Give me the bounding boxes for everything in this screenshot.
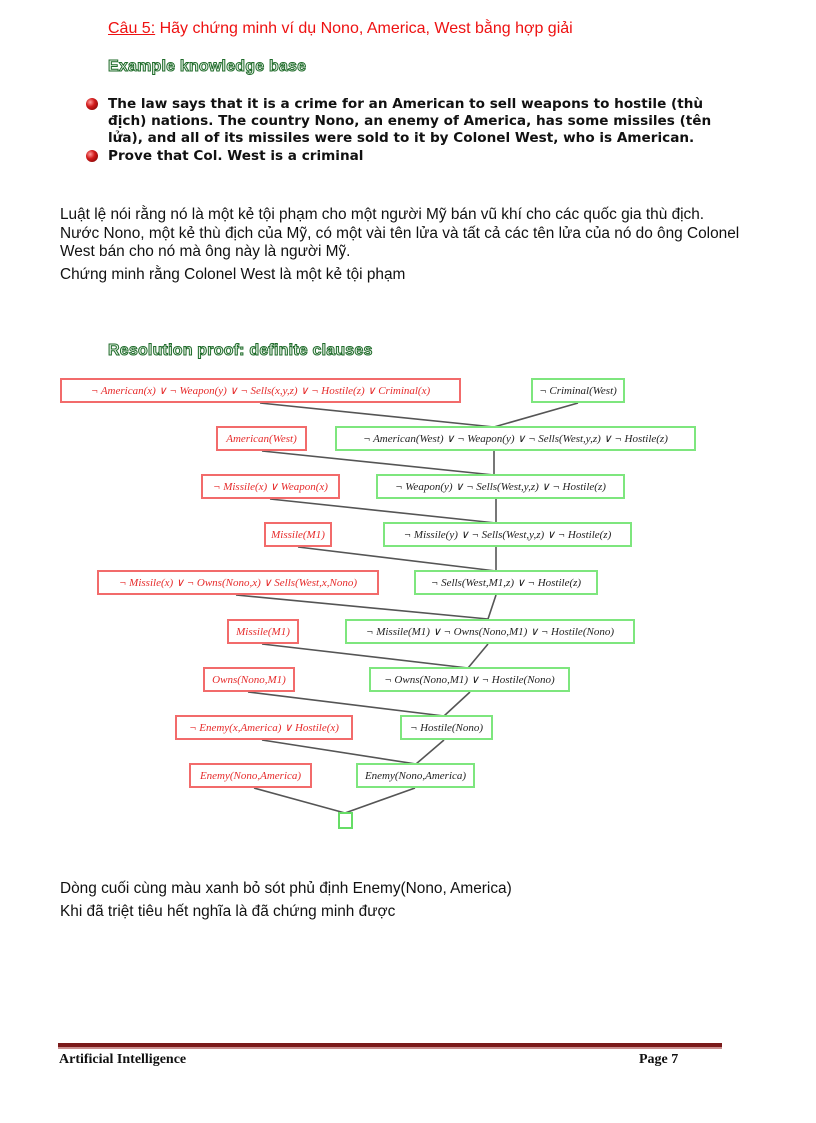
kb-clause-criminal-rule: ¬ American(x) ∨ ¬ Weapon(y) ∨ ¬ Sells(x,…: [60, 378, 461, 403]
kb-clause-sells-rule: ¬ Missile(x) ∨ ¬ Owns(Nono,x) ∨ Sells(We…: [97, 570, 379, 595]
conclusion-line: Dòng cuối cùng màu xanh bỏ sót phủ định …: [60, 880, 512, 897]
kb-clause-owns-nono-m1: Owns(Nono,M1): [203, 667, 295, 692]
kb-clause-enemy-nono-america: Enemy(Nono,America): [189, 763, 312, 788]
kb-bullet-list: The law says that it is a crime for an A…: [86, 96, 726, 166]
question-text: Hãy chứng minh ví dụ Nono, America, West…: [155, 20, 573, 37]
footer-divider: [58, 1043, 722, 1049]
derived-clause-2: ¬ Weapon(y) ∨ ¬ Sells(West,y,z) ∨ ¬ Host…: [376, 474, 625, 499]
derived-clause-6: ¬ Owns(Nono,M1) ∨ ¬ Hostile(Nono): [369, 667, 570, 692]
derived-clause-8: Enemy(Nono,America): [356, 763, 475, 788]
derived-clause-1: ¬ American(West) ∨ ¬ Weapon(y) ∨ ¬ Sells…: [335, 426, 696, 451]
derived-clause-4: ¬ Sells(West,M1,z) ∨ ¬ Hostile(z): [414, 570, 598, 595]
derived-clause-3: ¬ Missile(y) ∨ ¬ Sells(West,y,z) ∨ ¬ Hos…: [383, 522, 632, 547]
bullet-item: The law says that it is a crime for an A…: [86, 96, 726, 147]
translation-paragraph: Luật lệ nói rằng nó là một kẻ tội phạm c…: [60, 206, 740, 260]
kb-clause-missile-m1: Missile(M1): [264, 522, 332, 547]
question-label: Câu 5:: [108, 20, 156, 37]
derived-clause-7: ¬ Hostile(Nono): [400, 715, 493, 740]
red-bullet-icon: [86, 98, 98, 110]
red-bullet-icon: [86, 150, 98, 162]
goal-clause-not-criminal-west: ¬ Criminal(West): [531, 378, 625, 403]
bullet-text: Prove that Col. West is a criminal: [108, 148, 364, 164]
bullet-text: The law says that it is a crime for an A…: [108, 96, 712, 146]
empty-clause: [338, 812, 353, 829]
footer-title: Artificial Intelligence: [59, 1052, 187, 1067]
proof-title: Resolution proof: definite clauses: [108, 342, 373, 360]
kb-clause-enemy-hostile: ¬ Enemy(x,America) ∨ Hostile(x): [175, 715, 353, 740]
kb-clause-missile-weapon: ¬ Missile(x) ∨ Weapon(x): [201, 474, 340, 499]
kb-clause-missile-m1: Missile(M1): [227, 619, 299, 644]
derived-clause-5: ¬ Missile(M1) ∨ ¬ Owns(Nono,M1) ∨ ¬ Host…: [345, 619, 635, 644]
question-heading: Câu 5: Hãy chứng minh ví dụ Nono, Americ…: [108, 20, 573, 38]
kb-title: Example knowledge base: [107, 58, 307, 76]
page-number: Page 7: [639, 1052, 679, 1067]
vietnamese-translation: Luật lệ nói rằng nó là một kẻ tội phạm c…: [60, 206, 740, 288]
kb-clause-american-west: American(West): [216, 426, 307, 451]
conclusion-text: Dòng cuối cùng màu xanh bỏ sót phủ định …: [60, 877, 512, 923]
conclusion-line: Khi đã triệt tiêu hết nghĩa là đã chứng …: [60, 903, 396, 920]
translation-paragraph: Chứng minh rằng Colonel West là một kẻ t…: [60, 265, 406, 283]
bullet-item: Prove that Col. West is a criminal: [86, 148, 726, 165]
